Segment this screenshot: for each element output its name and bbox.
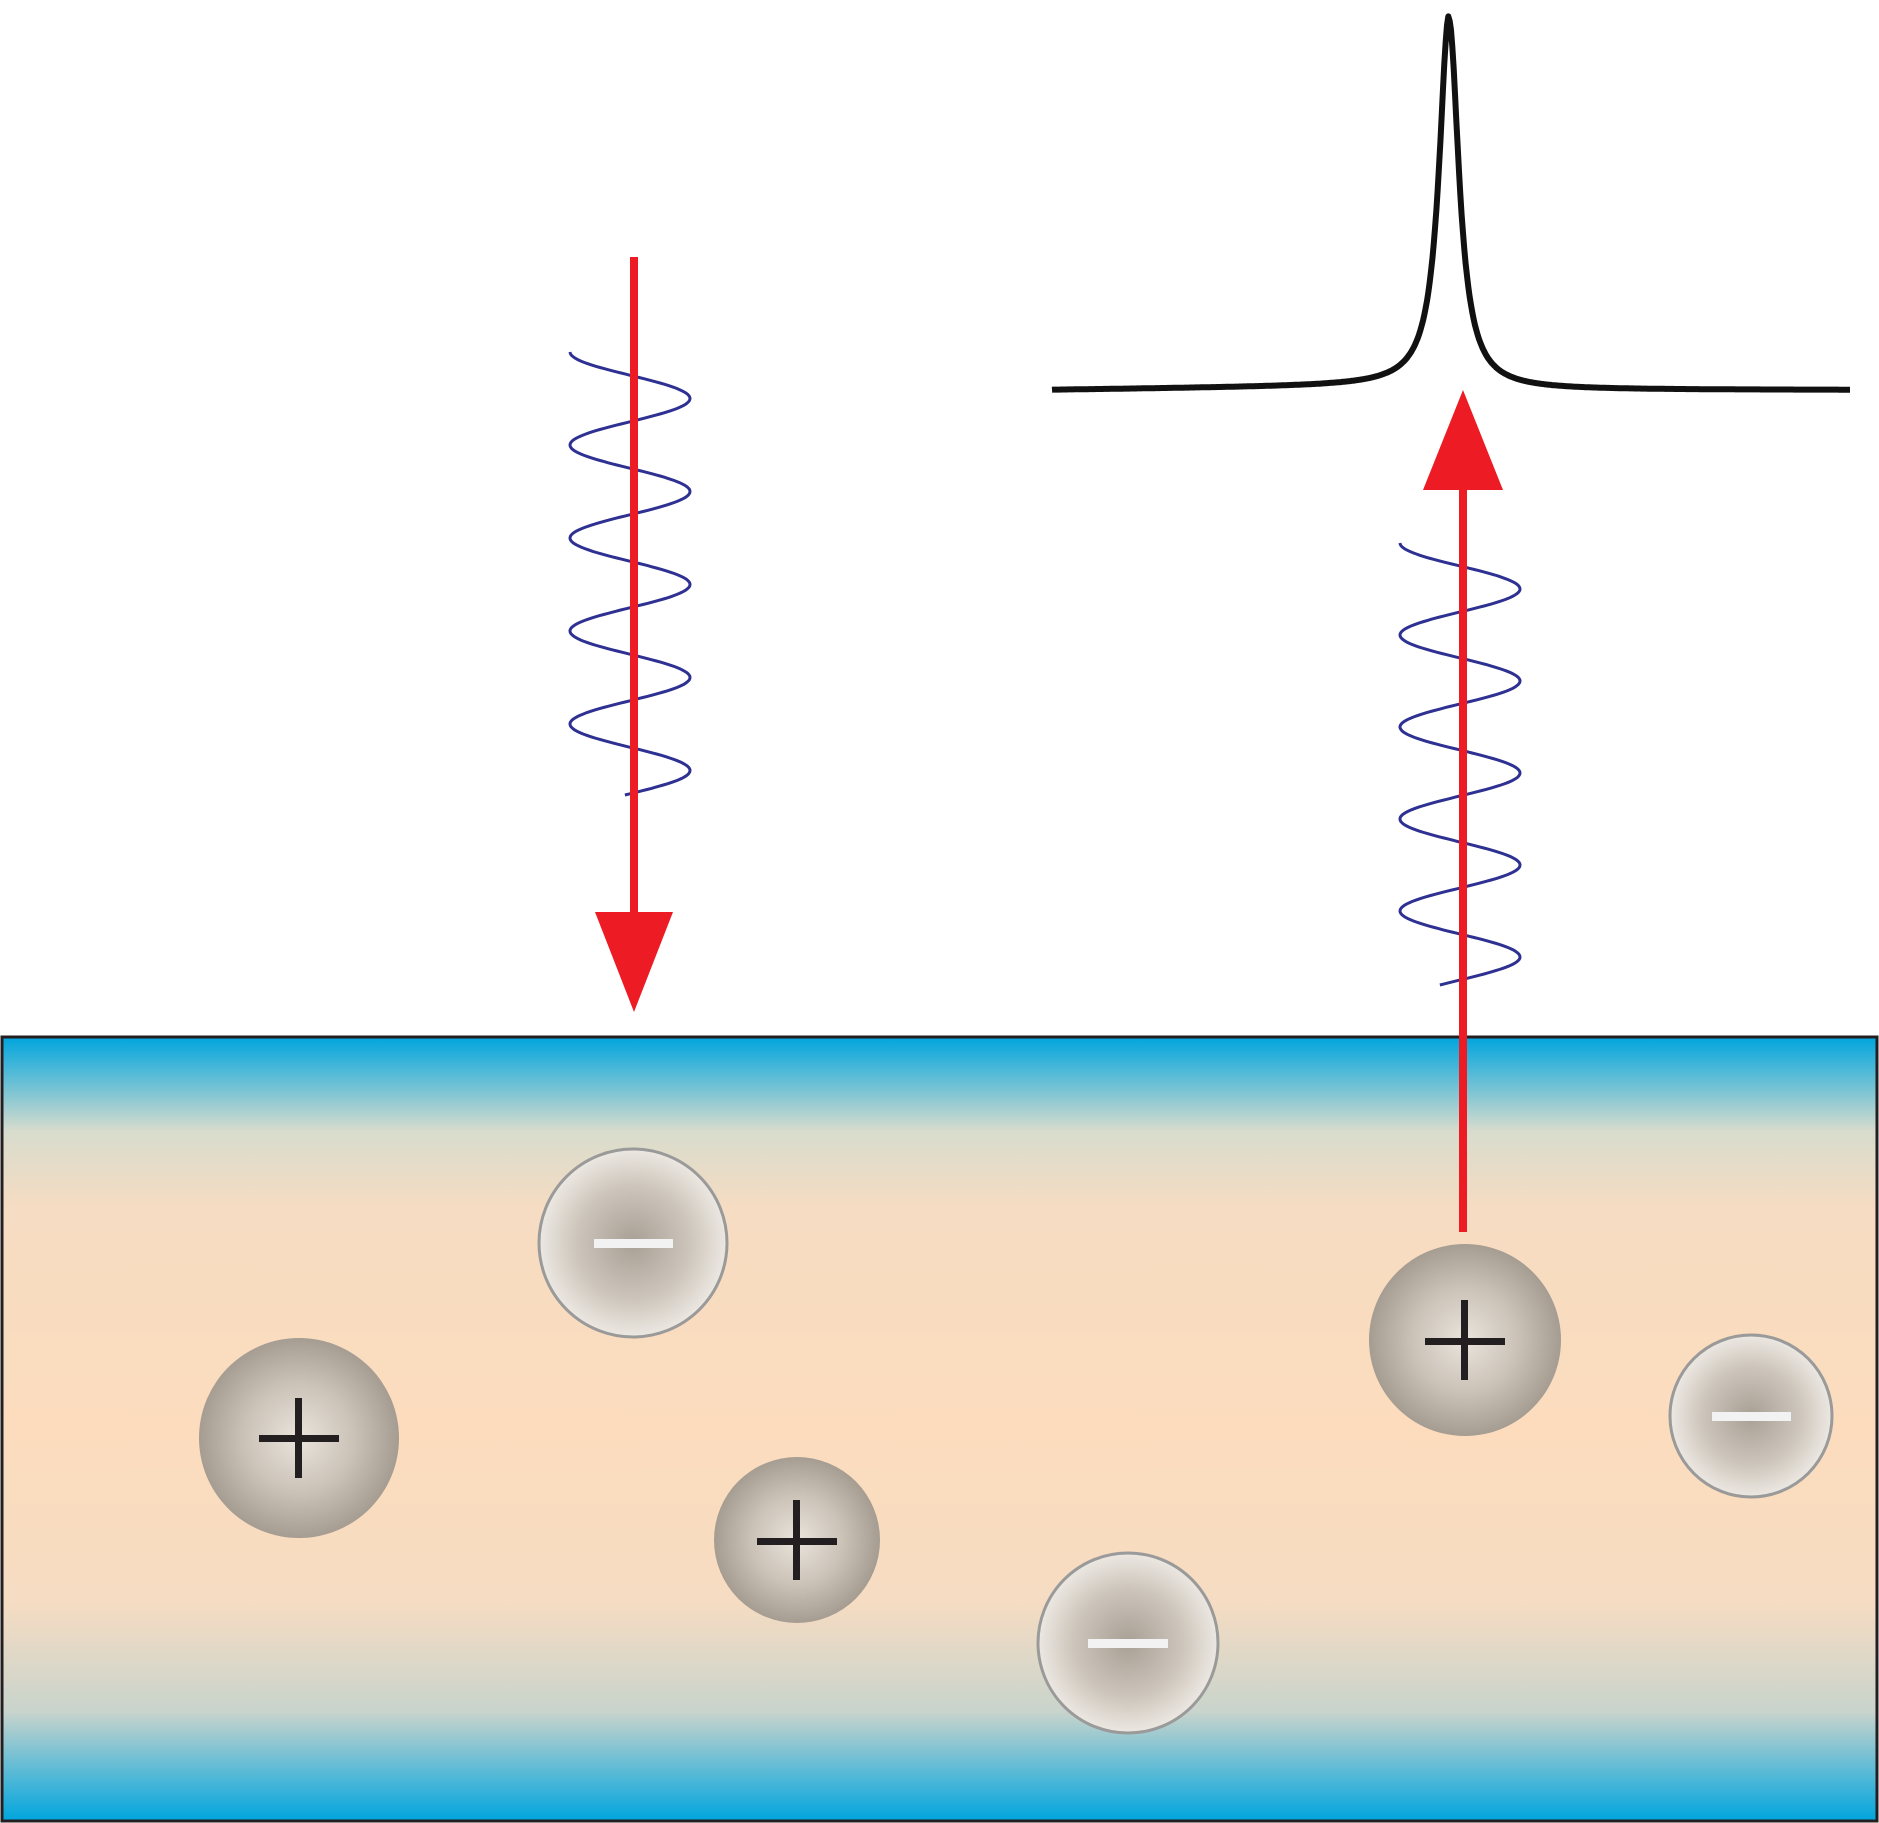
incident-beam xyxy=(568,257,692,1012)
minus-icon xyxy=(1712,1412,1791,1421)
minus-icon xyxy=(1088,1639,1168,1648)
plus-icon-v xyxy=(793,1500,800,1580)
ion xyxy=(1369,1244,1561,1436)
ion xyxy=(537,1147,729,1339)
emitted-beam xyxy=(1398,390,1522,1232)
ion xyxy=(1036,1551,1220,1735)
emitted-wave xyxy=(1398,542,1522,987)
ion xyxy=(714,1457,880,1623)
ion xyxy=(199,1338,399,1538)
plus-icon-v xyxy=(295,1398,302,1478)
ion xyxy=(1668,1333,1834,1499)
emission-peak-icon xyxy=(1050,13,1852,393)
plus-icon-v xyxy=(1461,1300,1468,1380)
arrow-up-icon xyxy=(1423,390,1503,490)
arrow-down-icon xyxy=(595,912,673,1012)
incident-wave xyxy=(568,351,692,797)
minus-icon xyxy=(594,1239,673,1248)
